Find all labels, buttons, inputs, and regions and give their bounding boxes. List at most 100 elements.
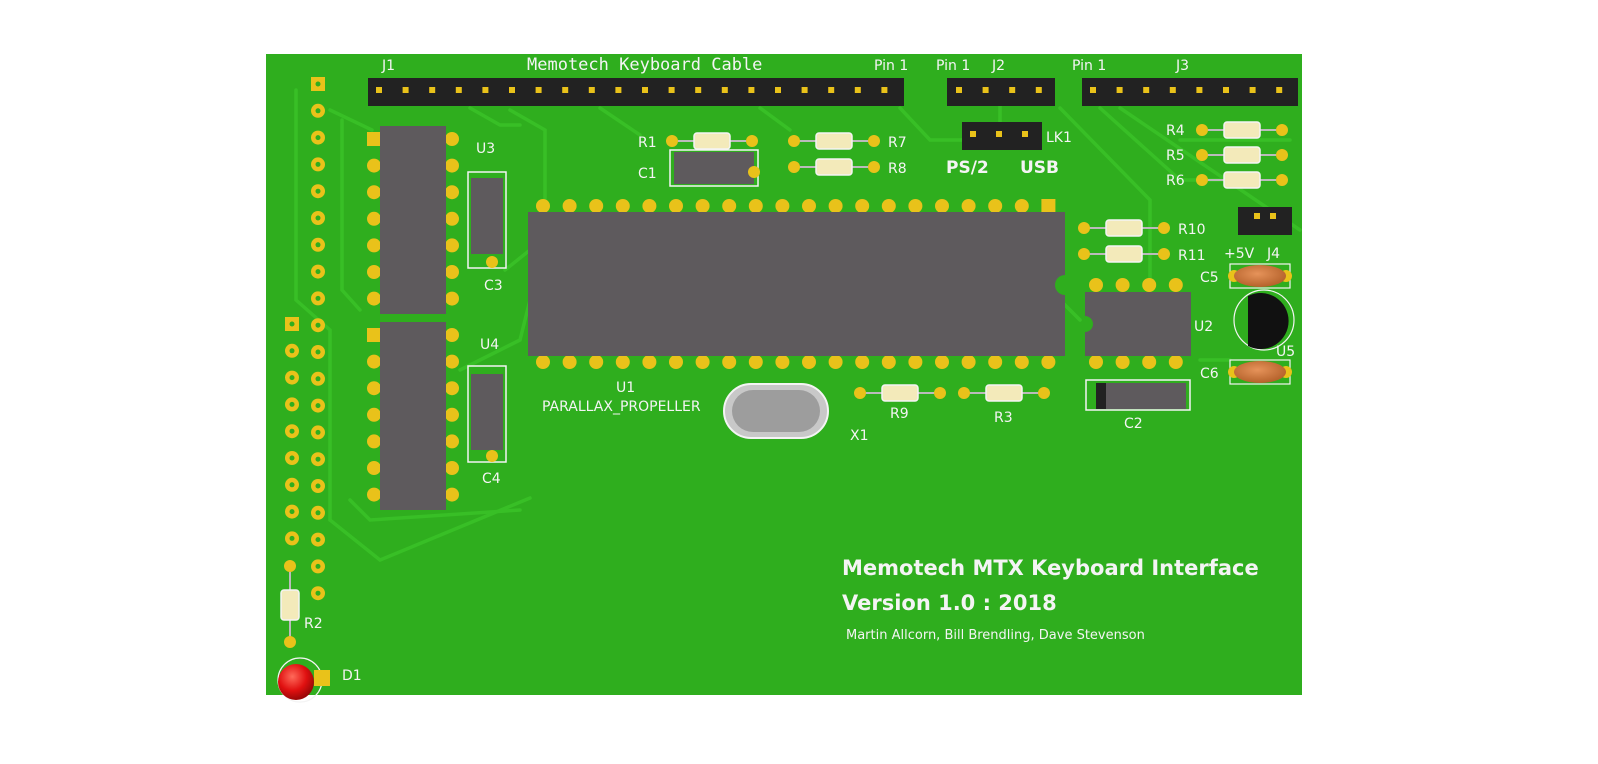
ic-pad — [748, 355, 763, 369]
c3-outline — [467, 171, 507, 269]
pad-hole — [289, 482, 295, 488]
ic-pad — [855, 355, 870, 369]
ic-pad — [881, 355, 896, 369]
pad-hole — [315, 269, 321, 275]
ic-pad — [908, 199, 923, 213]
ic-pad — [367, 328, 381, 342]
j2-pins — [956, 87, 1042, 93]
header-pin — [482, 87, 489, 93]
pad-hole — [315, 403, 321, 409]
ic-pad — [615, 355, 630, 369]
ic-pad — [367, 132, 381, 146]
u1-pads — [536, 199, 1056, 369]
resistor-pad — [1276, 174, 1288, 186]
resistor-body — [1223, 121, 1261, 139]
c4-body — [471, 374, 503, 450]
lk1-pins — [970, 131, 1028, 137]
header-pin — [1249, 87, 1256, 93]
header-pin — [642, 87, 648, 93]
resistor-body — [693, 132, 731, 150]
ic-pad — [988, 355, 1003, 369]
c2-body — [1096, 383, 1186, 409]
ic-pad — [881, 199, 896, 213]
c2-label: C2 — [1124, 416, 1143, 432]
header-pin — [1196, 87, 1203, 93]
ic-pad — [988, 199, 1003, 213]
u2-pads — [1089, 278, 1183, 369]
u4-pads — [367, 328, 459, 502]
header-pin — [1223, 87, 1229, 93]
ic-pad — [367, 434, 381, 449]
j1-title: Memotech Keyboard Cable — [527, 55, 762, 75]
u3-chip — [380, 126, 446, 314]
resistor-pad — [788, 161, 800, 173]
r6-label: R6 — [1166, 173, 1185, 189]
ic-pad — [748, 199, 763, 213]
header-pin — [881, 87, 888, 93]
pad-hole — [315, 108, 321, 114]
r9-label: R9 — [890, 406, 909, 422]
pad-hole — [289, 321, 295, 327]
header-pin — [1270, 213, 1276, 219]
c1-label: C1 — [638, 166, 657, 182]
header-pin — [668, 87, 675, 93]
j4-pins — [1254, 213, 1276, 219]
j1-header — [368, 78, 904, 106]
resistor-pad — [934, 387, 946, 399]
pad-hole — [289, 375, 295, 381]
ic-pad — [855, 199, 870, 213]
d1-label: D1 — [342, 668, 362, 684]
pad-hole — [315, 376, 321, 382]
r2-label: R2 — [304, 616, 323, 632]
ic-pad — [1041, 355, 1056, 369]
ic-pad — [367, 487, 381, 502]
pad-hole — [315, 510, 321, 516]
ic-pad — [445, 434, 459, 449]
c5-capacitor — [1234, 265, 1286, 287]
resistor-body — [1223, 171, 1261, 189]
ic-pad — [367, 407, 381, 422]
header-pin — [695, 87, 702, 93]
resistor-pad — [666, 135, 678, 147]
ic-pad — [828, 199, 843, 213]
ic-pad — [695, 355, 710, 369]
ic-pad — [445, 407, 459, 422]
header-pin — [970, 131, 976, 137]
c5-label: C5 — [1200, 270, 1219, 286]
header-pin — [429, 87, 436, 93]
u3-label: U3 — [476, 141, 495, 157]
pad-hole — [315, 322, 321, 328]
ic-pad — [1014, 199, 1029, 213]
u2-chip — [1085, 292, 1191, 356]
r5-label: R5 — [1166, 148, 1185, 164]
ic-pad — [802, 355, 816, 369]
pad-hole — [315, 161, 321, 167]
r2-resistor — [280, 589, 300, 621]
ic-pad — [367, 291, 381, 306]
ic-pad — [722, 355, 737, 369]
board-version: Version 1.0 : 2018 — [842, 591, 1057, 615]
ic-pad — [589, 355, 604, 369]
ic-pad — [445, 238, 459, 253]
j1-label: J1 — [381, 58, 395, 74]
ic-pad — [695, 199, 710, 213]
ic-pad — [445, 381, 459, 396]
header-pin — [376, 87, 382, 93]
header-pin — [775, 87, 781, 93]
ic-pad — [367, 211, 381, 226]
ic-pad — [961, 199, 976, 213]
u4-label: U4 — [480, 337, 499, 353]
header-pin — [996, 131, 1002, 137]
resistor-body — [1105, 219, 1143, 237]
resistor-pad — [1276, 149, 1288, 161]
header-pin — [956, 87, 962, 93]
ic-pad — [536, 199, 550, 213]
resistor-body — [985, 384, 1023, 402]
pad-hole — [289, 428, 295, 434]
resistor-pad — [958, 387, 970, 399]
ic-pad — [775, 199, 790, 213]
header-pin — [1116, 87, 1123, 93]
u5-regulator — [1248, 293, 1289, 349]
x1-label: X1 — [850, 428, 869, 444]
header-pin — [1022, 131, 1028, 137]
